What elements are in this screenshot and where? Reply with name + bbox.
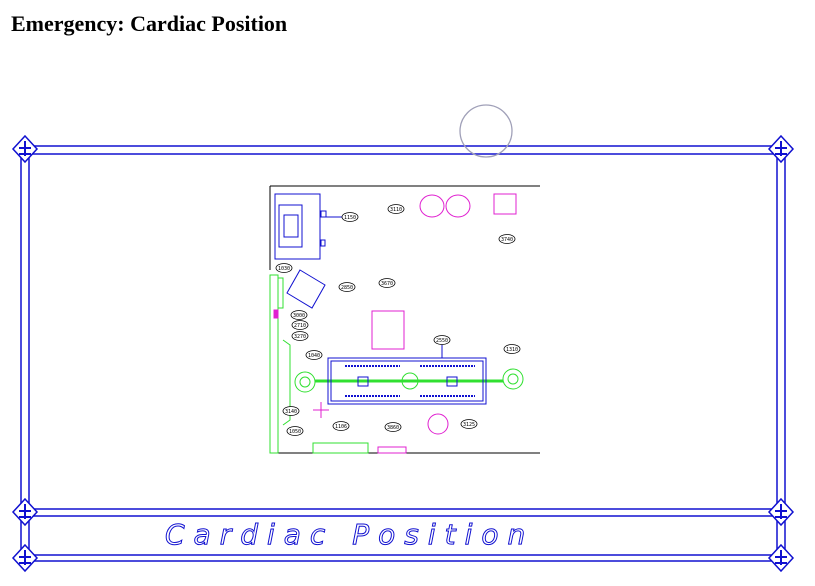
callout-label: 1150: [344, 215, 356, 221]
callout-label: 1050: [289, 429, 301, 435]
callout-label: 3000: [293, 313, 305, 319]
callout-bubble: [275, 263, 293, 273]
callout-bubble: [305, 350, 323, 360]
callout-label: 1106: [335, 424, 347, 430]
callout-label: 2550: [436, 338, 448, 344]
callout-bubble: [433, 335, 451, 345]
callout-label: 3125: [463, 422, 475, 428]
callout-label: 2850: [341, 285, 353, 291]
callout-bubble: [286, 426, 304, 436]
callout-bubble: [503, 344, 521, 354]
callout-bubble: [338, 282, 356, 292]
callout-label: 2710: [294, 323, 306, 329]
callout-label: 3140: [285, 409, 297, 415]
corner-ornament-icon: [767, 543, 795, 573]
callout-bubble: [384, 422, 402, 432]
frame-caption: Cardiac Position: [165, 518, 534, 551]
corner-ornament-icon: [11, 134, 39, 164]
callout-bubble: [291, 331, 309, 341]
callout-bubble: [291, 320, 309, 330]
callout-bubble: [378, 278, 396, 288]
anesthesia-machine: [274, 193, 342, 260]
callout-label: 1310: [506, 347, 518, 353]
cardiac-position-drawing: 1150 3110 3740 1030 2850 3670 3000 2710 3270 1040…: [269, 185, 540, 454]
callout-bubble: [387, 204, 405, 214]
cursor-circle: [459, 104, 513, 158]
callout-label: 3740: [501, 237, 513, 243]
callout-label: 3670: [381, 281, 393, 287]
callout-label: 3270: [294, 334, 306, 340]
corner-ornament-icon: [767, 497, 795, 527]
page-title: Emergency: Cardiac Position: [11, 11, 288, 36]
callout-bubble: [332, 421, 350, 431]
corner-ornament-icon: [767, 134, 795, 164]
callout-label: 1030: [278, 266, 290, 272]
callout-bubble: [282, 406, 300, 416]
callout-label: 3860: [387, 425, 399, 431]
corner-ornament-icon: [11, 543, 39, 573]
corner-ornament-icon: [11, 497, 39, 527]
callout-label: 1040: [308, 353, 320, 359]
callout-bubble: [290, 310, 308, 320]
operating-table: [327, 345, 487, 405]
callout-bubble: [341, 212, 359, 222]
callout-bubble: [498, 234, 516, 244]
callout-label: 3110: [390, 207, 402, 213]
callout-bubble: [460, 419, 478, 429]
